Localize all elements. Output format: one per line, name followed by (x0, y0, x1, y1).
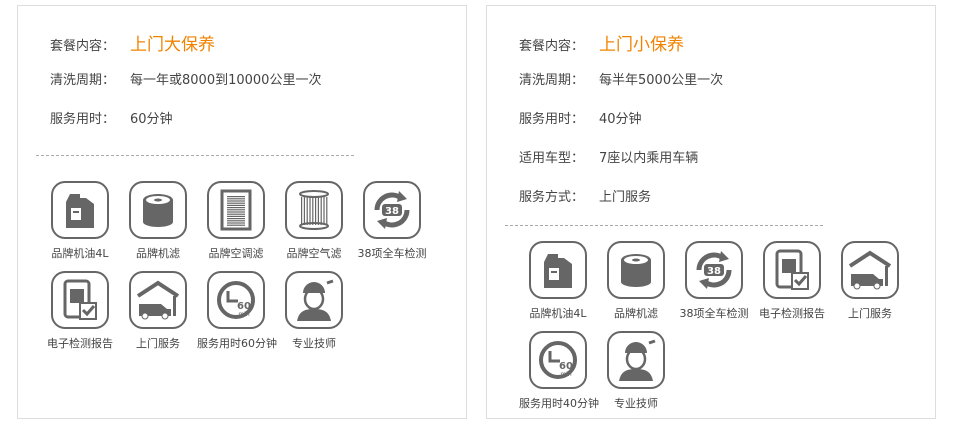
report-icon (763, 241, 821, 299)
service-label: 品牌机油4L (529, 307, 587, 320)
divider (505, 225, 823, 226)
inspection-38-icon: 38 (363, 181, 421, 239)
service-item: 38 38项全车检测 (353, 181, 431, 261)
info-row: 服务方式： 上门服务 (519, 186, 651, 205)
service-item: 电子检测报告 (753, 241, 831, 321)
oil-filter-icon (129, 181, 187, 239)
service-item: 品牌机滤 (119, 181, 197, 261)
service-label: 品牌空气滤 (286, 247, 342, 260)
svg-text:38: 38 (385, 206, 399, 217)
svg-text:min: min (238, 311, 250, 318)
info-key: 服务方式： (519, 190, 585, 205)
service-label: 上门服务 (136, 337, 180, 350)
package-name: 上门小保养 (599, 35, 684, 55)
oil-icon (51, 181, 109, 239)
service-item: 品牌空气滤 (275, 181, 353, 261)
oil-filter-icon (607, 241, 665, 299)
info-key: 清洗周期： (519, 73, 585, 88)
service-label: 38项全车检测 (679, 307, 749, 320)
info-key: 服务用时： (50, 112, 116, 127)
divider (36, 155, 354, 156)
service-label: 服务用时60分钟 (197, 337, 277, 350)
info-value: 上门服务 (599, 190, 652, 205)
service-label: 品牌机油4L (51, 247, 109, 260)
svg-text:60: 60 (237, 301, 251, 312)
service-item: 品牌机油4L (519, 241, 597, 321)
report-icon (51, 271, 109, 329)
service-item: 品牌空调滤 (197, 181, 275, 261)
service-label: 品牌机滤 (614, 307, 658, 320)
service-item: 品牌机油4L (41, 181, 119, 261)
info-row: 套餐内容： 上门小保养 (519, 30, 684, 55)
info-key: 适用车型： (519, 151, 585, 166)
info-value: 每一年或8000到10000公里一次 (130, 73, 322, 88)
service-item: 上门服务 (119, 271, 197, 351)
service-label: 品牌机滤 (136, 247, 180, 260)
info-row: 清洗周期： 每一年或8000到10000公里一次 (50, 69, 321, 88)
service-item: 38 38项全车检测 (675, 241, 753, 321)
package-panel-small: 套餐内容： 上门小保养清洗周期： 每半年5000公里一次服务用时： 40分钟适用车型：… (486, 5, 936, 419)
info-row: 适用车型： 7座以内乘用车辆 (519, 147, 698, 166)
home-service-icon (841, 241, 899, 299)
service-label: 服务用时40分钟 (519, 397, 599, 410)
oil-icon (529, 241, 587, 299)
technician-icon (285, 271, 343, 329)
info-value: 60分钟 (130, 112, 173, 127)
air-filter-icon (285, 181, 343, 239)
svg-text:min: min (560, 371, 572, 378)
service-label: 专业技师 (292, 337, 336, 350)
inspection-38-icon: 38 (685, 241, 743, 299)
service-label: 品牌空调滤 (208, 247, 264, 260)
package-name: 上门大保养 (130, 35, 215, 55)
info-row: 服务用时： 60分钟 (50, 108, 173, 127)
service-label: 上门服务 (848, 307, 892, 320)
svg-text:60: 60 (559, 361, 573, 372)
service-label: 电子检测报告 (759, 307, 825, 320)
ac-filter-icon (207, 181, 265, 239)
service-item: 上门服务 (831, 241, 909, 321)
service-label: 专业技师 (614, 397, 658, 410)
info-value: 7座以内乘用车辆 (599, 151, 699, 166)
service-label: 38项全车检测 (357, 247, 427, 260)
info-row: 清洗周期： 每半年5000公里一次 (519, 69, 723, 88)
package-panel-large: 套餐内容： 上门大保养清洗周期： 每一年或8000到10000公里一次服务用时： 60… (17, 5, 467, 419)
technician-icon (607, 331, 665, 389)
info-value: 每半年5000公里一次 (599, 73, 724, 88)
info-key: 套餐内容： (519, 39, 585, 54)
info-key: 服务用时： (519, 112, 585, 127)
service-item: 品牌机滤 (597, 241, 675, 321)
service-item: 电子检测报告 (41, 271, 119, 351)
info-value: 40分钟 (599, 112, 642, 127)
service-item: 专业技师 (275, 271, 353, 351)
info-row: 服务用时： 40分钟 (519, 108, 642, 127)
service-label: 电子检测报告 (47, 337, 113, 350)
home-service-icon (129, 271, 187, 329)
service-item: 专业技师 (597, 331, 675, 411)
info-row: 套餐内容： 上门大保养 (50, 30, 215, 55)
info-key: 清洗周期： (50, 73, 116, 88)
info-key: 套餐内容： (50, 39, 116, 54)
svg-text:38: 38 (707, 266, 721, 277)
